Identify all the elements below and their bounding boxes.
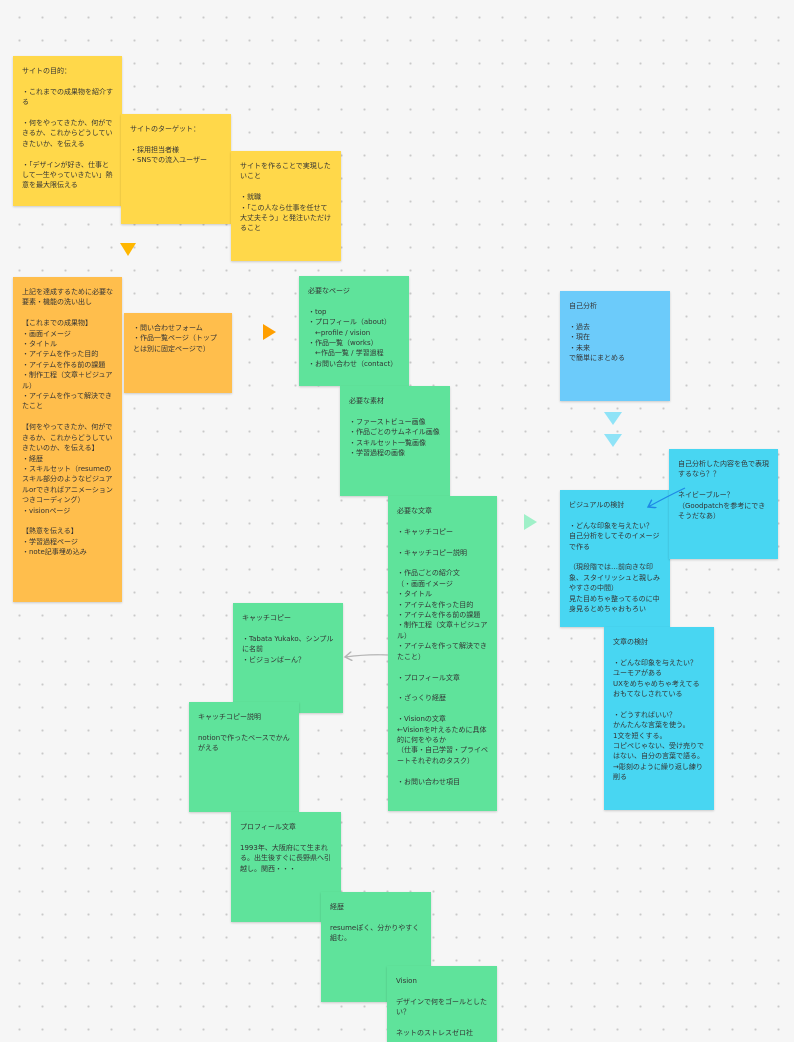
- down-arrow-icon: [604, 434, 622, 447]
- connector-color-to-visual: [648, 487, 686, 507]
- sticky-profile-text[interactable]: プロフィール文章 1993年、大阪府にて生まれる。出生後すぐに長野県へ引越し。関…: [231, 812, 341, 922]
- right-arrow-icon: [524, 514, 537, 530]
- down-arrow-icon: [604, 412, 622, 425]
- sticky-visual-review[interactable]: ビジュアルの検討 ・どんな印象を与えたい？ 自己分析をしてそのイメージで作る （…: [560, 490, 670, 627]
- sticky-catchcopy[interactable]: キャッチコピー ・Tabata Yukako、シンプルに名前 ・ビジョンばーん？: [233, 603, 343, 713]
- sticky-site-target[interactable]: サイトのターゲット： ・採用担当者様 ・SNSでの流入ユーザー: [121, 114, 231, 224]
- sticky-requirements[interactable]: 上記を達成するために必要な要素・機能の洗い出し 【これまでの成果物】 ・画面イメ…: [13, 277, 122, 602]
- connector-texts-to-catchcopy: [345, 655, 389, 657]
- sticky-site-purpose[interactable]: サイトの目的： ・これまでの成果物を紹介する ・何をやってきたか、何ができるか、…: [13, 56, 122, 206]
- sticky-self-analysis[interactable]: 自己分析 ・過去 ・現在 ・未来 で簡単にまとめる: [560, 291, 670, 401]
- right-arrow-icon: [263, 324, 276, 340]
- sticky-required-pages[interactable]: 必要なページ ・top ・プロフィール（about） ←profile / vi…: [299, 276, 409, 386]
- sticky-vision[interactable]: Vision デザインで何をゴールとしたい？ ネットのストレスゼロ社: [387, 966, 497, 1042]
- sticky-color-idea[interactable]: 自己分析した内容を色で表現するなら？？ ネイビーブルー？ （Goodpatchを…: [669, 449, 778, 559]
- sticky-contact-form[interactable]: ・問い合わせフォーム ・作品一覧ページ（トップとは別に固定ページで）: [124, 313, 232, 393]
- down-arrow-icon: [120, 243, 136, 256]
- sticky-text-review[interactable]: 文章の検討 ・どんな印象を与えたい？ ユーモアがある UXをめちゃめちゃ考えてる…: [604, 627, 714, 810]
- sticky-required-texts[interactable]: 必要な文章 ・キャッチコピー ・キャッチコピー説明 ・作品ごとの紹介文 （・画面…: [388, 496, 497, 811]
- sticky-catchcopy-description[interactable]: キャッチコピー説明 notionで作ったベースでかんがえる: [189, 702, 299, 812]
- sticky-site-goal[interactable]: サイトを作ることで実現したいこと ・就職 ・「この人なら仕事を任せて大丈夫そう」…: [231, 151, 341, 261]
- sticky-required-materials[interactable]: 必要な素材 ・ファーストビュー画像 ・作品ごとのサムネイル画像 ・スキルセット一…: [340, 386, 450, 496]
